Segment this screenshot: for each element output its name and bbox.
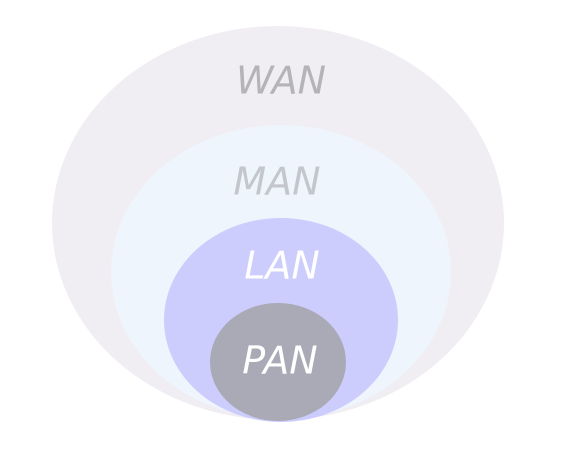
pan-label: PAN	[242, 339, 317, 383]
man-label: MAN	[233, 160, 320, 204]
lan-label: LAN	[244, 244, 320, 288]
pan-ellipse	[210, 303, 346, 421]
wan-label: WAN	[236, 59, 326, 103]
